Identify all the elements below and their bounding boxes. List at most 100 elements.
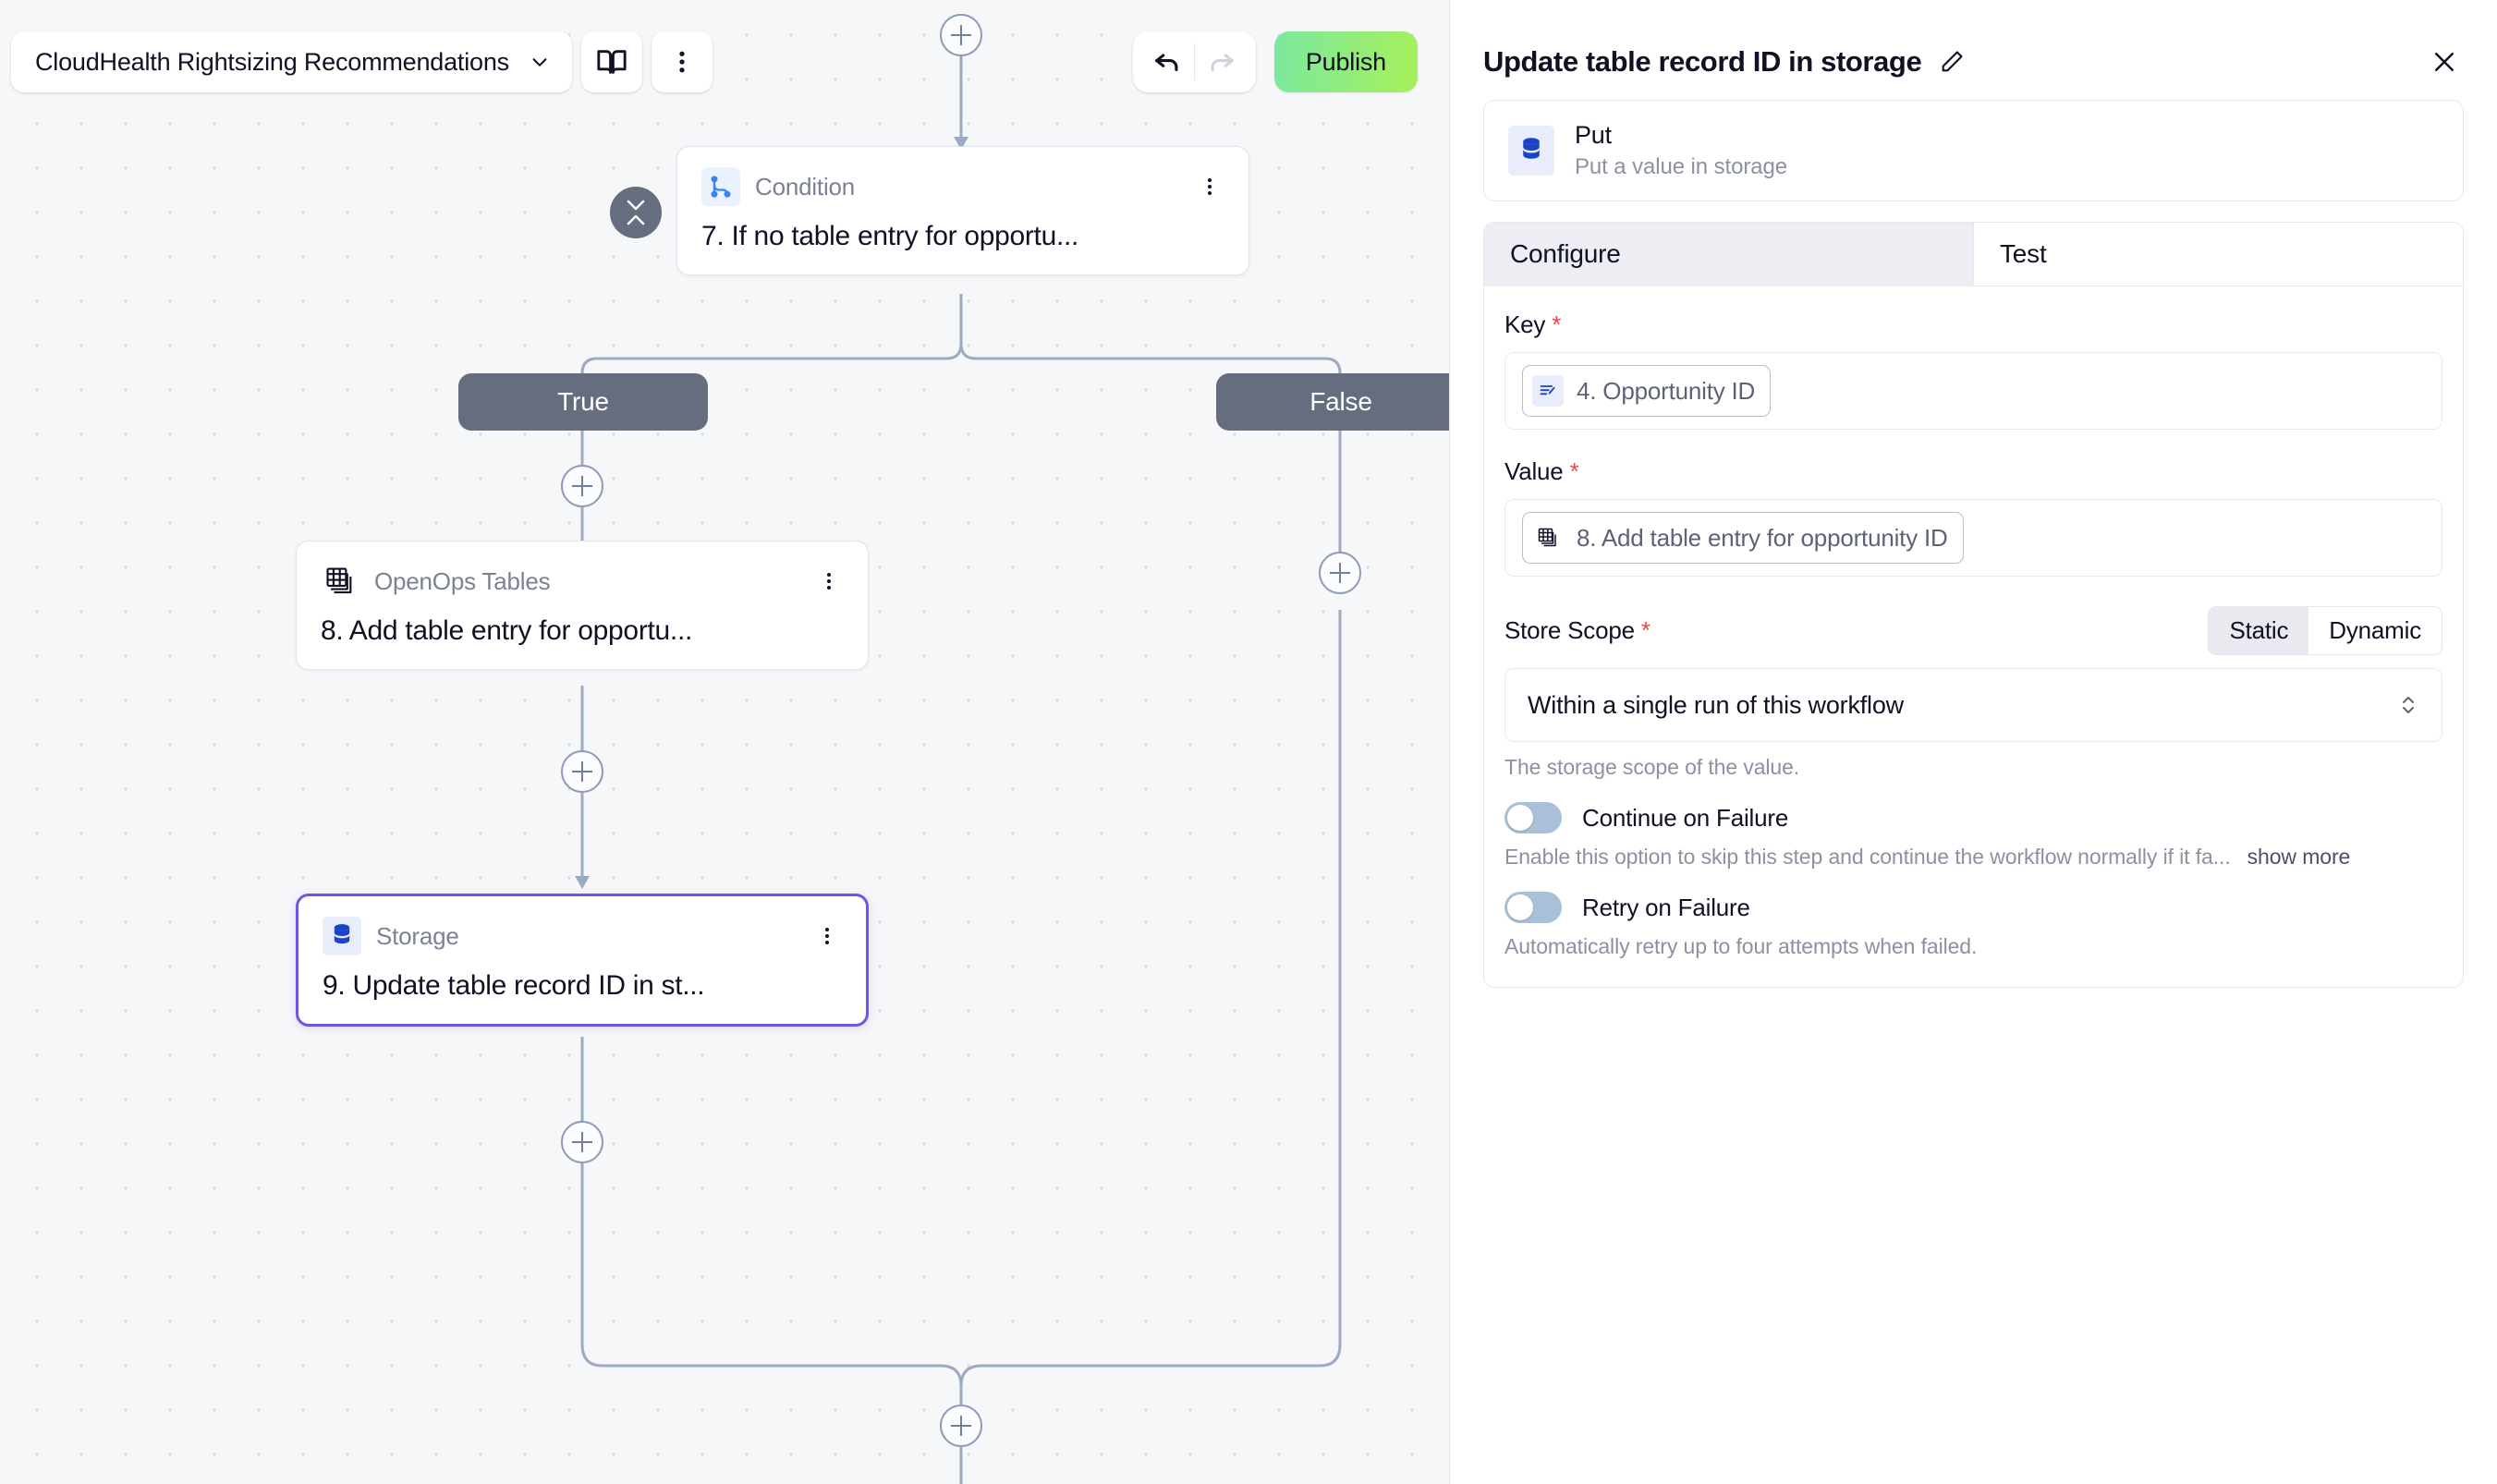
more-vertical-icon: [1208, 178, 1212, 195]
tab-test[interactable]: Test: [1973, 223, 2463, 286]
docs-button[interactable]: [580, 31, 642, 92]
workflow-name-select[interactable]: CloudHealth Rightsizing Recommendations: [11, 31, 572, 92]
key-field-label: Key *: [1504, 310, 2442, 339]
node-header: Storage: [323, 917, 844, 955]
undo-arrow-icon: [1154, 54, 1178, 72]
retry-on-failure-toggle[interactable]: [1504, 892, 1562, 923]
node-header: OpenOps Tables: [321, 562, 846, 601]
segment-static[interactable]: Static: [2209, 607, 2309, 654]
node-header: Condition: [701, 167, 1226, 206]
node-menu-button[interactable]: [810, 918, 844, 955]
retry-on-failure-description: Automatically retry up to four attempts …: [1504, 934, 1978, 958]
more-vertical-icon: [679, 51, 685, 73]
store-scope-select[interactable]: Within a single run of this workflow: [1504, 668, 2442, 742]
branch-label-true[interactable]: True: [458, 373, 708, 431]
node-menu-button[interactable]: [1193, 168, 1226, 205]
rename-step-button[interactable]: [1936, 46, 1967, 78]
show-more-link[interactable]: show more: [2247, 845, 2351, 869]
node-menu-button[interactable]: [812, 563, 846, 600]
required-asterisk: *: [1640, 616, 1650, 644]
store-scope-label: Store Scope *: [1504, 616, 1650, 645]
close-panel-button[interactable]: [2425, 43, 2464, 81]
settings-card: Configure Test Key *: [1483, 222, 2464, 988]
tables-stack-icon: [321, 562, 359, 601]
book-icon: [597, 50, 627, 74]
page-title: Update table record ID in storage: [1483, 45, 1922, 78]
add-step-button-merge[interactable]: [940, 1405, 982, 1447]
chevron-up-down-icon: [2397, 691, 2419, 719]
canvas-toolbar-right: Publish: [1132, 31, 1418, 92]
database-icon: [323, 917, 361, 955]
node-title: 8. Add table entry for opportu...: [321, 615, 693, 646]
branch-condition-icon: [701, 167, 740, 206]
tables-stack-icon: [1532, 522, 1564, 553]
toggle-knob: [1507, 894, 1533, 920]
database-icon: [1508, 126, 1554, 176]
store-scope-helper: The storage scope of the value.: [1504, 755, 1800, 779]
key-chip[interactable]: 4. Opportunity ID: [1522, 365, 1772, 417]
chevron-down-icon: [627, 200, 645, 211]
retry-on-failure-label: Retry on Failure: [1582, 893, 1750, 921]
value-label-text: Value: [1504, 457, 1564, 485]
node-title: 7. If no table entry for opportu...: [701, 221, 1079, 251]
add-step-button-top[interactable]: [940, 14, 982, 56]
value-input[interactable]: 8. Add table entry for opportunity ID: [1504, 499, 2442, 577]
workflow-name-label: CloudHealth Rightsizing Recommendations: [35, 47, 509, 76]
key-label-text: Key: [1504, 310, 1546, 338]
retry-on-failure-description-row: Automatically retry up to four attempts …: [1504, 934, 2442, 959]
redo-arrow-icon: [1211, 54, 1234, 72]
piece-name: Put: [1575, 121, 1612, 149]
node-type-label: Storage: [376, 921, 459, 950]
flow-node-condition[interactable]: Condition 7. If no table entry for oppor…: [676, 146, 1249, 275]
key-chip-label: 4. Opportunity ID: [1577, 376, 1756, 405]
required-asterisk: *: [1552, 310, 1562, 338]
required-asterisk: *: [1569, 457, 1579, 485]
more-options-button[interactable]: [651, 31, 713, 92]
store-scope-selected-value: Within a single run of this workflow: [1528, 690, 1904, 719]
branch-label-false[interactable]: False: [1216, 373, 1449, 431]
undo-button[interactable]: [1140, 36, 1194, 88]
pencil-icon: [1942, 51, 1963, 72]
continue-on-failure-description: Enable this option to skip this step and…: [1504, 845, 2231, 869]
value-field-label: Value *: [1504, 457, 2442, 486]
store-scope-row: Store Scope * Static Dynamic: [1504, 606, 2442, 655]
continue-on-failure-toggle[interactable]: [1504, 802, 1562, 833]
segment-dynamic[interactable]: Dynamic: [2308, 607, 2442, 654]
retry-on-failure-row: Retry on Failure: [1504, 892, 2442, 923]
store-scope-label-text: Store Scope: [1504, 616, 1635, 644]
canvas-toolbar-left: CloudHealth Rightsizing Recommendations: [11, 31, 713, 92]
node-type-label: OpenOps Tables: [374, 566, 551, 595]
more-vertical-icon: [825, 928, 829, 944]
panel-header: Update table record ID in storage: [1483, 26, 2464, 100]
more-vertical-icon: [827, 573, 831, 590]
key-input[interactable]: 4. Opportunity ID: [1504, 352, 2442, 430]
continue-on-failure-description-row: Enable this option to skip this step and…: [1504, 845, 2442, 870]
text-step-icon: [1532, 375, 1564, 407]
settings-form: Key * 4. Opportunity ID: [1484, 286, 2463, 987]
piece-text-block: Put Put a value in storage: [1575, 121, 1787, 180]
add-step-button-false-branch[interactable]: [1319, 552, 1361, 594]
publish-button[interactable]: Publish: [1273, 31, 1418, 92]
piece-description: Put a value in storage: [1575, 154, 1787, 179]
continue-on-failure-row: Continue on Failure: [1504, 802, 2442, 833]
value-chip[interactable]: 8. Add table entry for opportunity ID: [1522, 512, 1964, 564]
step-settings-panel: Update table record ID in storage Put: [1449, 0, 2497, 1484]
node-type-label: Condition: [755, 172, 856, 201]
value-chip-label: 8. Add table entry for opportunity ID: [1577, 523, 1948, 552]
tab-configure[interactable]: Configure: [1484, 223, 1973, 286]
collapse-branch-button[interactable]: [610, 187, 662, 238]
static-dynamic-toggle: Static Dynamic: [2208, 606, 2442, 655]
redo-button[interactable]: [1195, 36, 1248, 88]
flow-node-storage[interactable]: Storage 9. Update table record ID in st.…: [296, 894, 869, 1027]
piece-summary-card[interactable]: Put Put a value in storage: [1483, 100, 2464, 201]
flow-node-openops-tables[interactable]: OpenOps Tables 8. Add table entry for op…: [296, 541, 869, 670]
add-step-button-true-branch[interactable]: [561, 465, 603, 507]
flow-canvas[interactable]: CloudHealth Rightsizing Recommendations: [0, 0, 1449, 1484]
undo-redo-group: [1132, 31, 1256, 92]
add-step-button-after-tables[interactable]: [561, 750, 603, 793]
chevron-down-icon: [532, 58, 547, 67]
settings-tabs: Configure Test: [1484, 223, 2463, 286]
chevron-up-icon: [627, 214, 645, 225]
add-step-button-after-storage[interactable]: [561, 1121, 603, 1163]
